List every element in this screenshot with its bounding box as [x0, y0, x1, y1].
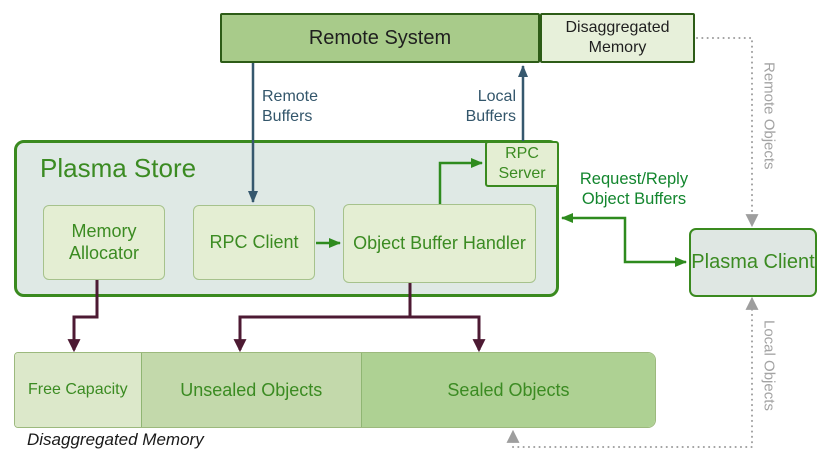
edge-remote-objects-dotted: [696, 37, 759, 228]
free-capacity-segment: Free Capacity: [15, 353, 141, 427]
disaggregated-memory-node: Disaggregated Memory: [540, 13, 695, 63]
disaggregated-memory-label: Disaggregated Memory: [565, 19, 670, 56]
sealed-objects-label: Sealed Objects: [447, 379, 570, 400]
request-reply-object-buffers-label: Request/Reply Object Buffers: [579, 170, 689, 209]
memory-allocator-label: Memory Allocator: [68, 220, 140, 263]
object-buffer-handler-label: Object Buffer Handler: [353, 232, 526, 253]
rpc-server-node: RPC Server: [485, 141, 559, 187]
object-buffer-handler-node: Object Buffer Handler: [343, 204, 536, 283]
remote-system-node: Remote System: [220, 13, 540, 63]
local-objects-label: Local Objects: [760, 320, 778, 411]
local-buffers-label: Local Buffers: [465, 88, 516, 125]
disaggregated-memory-caption: Disaggregated Memory: [27, 430, 204, 449]
plasma-store-title: Plasma Store: [40, 153, 197, 183]
unsealed-objects-segment: Unsealed Objects: [140, 353, 361, 427]
edge-request-reply-arrow: [561, 213, 687, 267]
remote-system-label: Remote System: [308, 26, 452, 49]
remote-objects-label: Remote Objects: [760, 62, 778, 170]
memory-allocator-node: Memory Allocator: [43, 205, 165, 280]
unsealed-objects-label: Unsealed Objects: [180, 379, 323, 400]
rpc-client-label: RPC Client: [209, 231, 299, 252]
plasma-client-label: Plasma Client: [691, 251, 815, 274]
rpc-server-label: RPC Server: [498, 145, 546, 182]
edge-obh-to-objects-arrows: [233, 315, 486, 353]
remote-buffers-label: Remote Buffers: [262, 88, 319, 125]
plasma-client-node: Plasma Client: [689, 228, 817, 297]
sealed-objects-segment: Sealed Objects: [360, 353, 655, 427]
rpc-client-node: RPC Client: [193, 205, 315, 280]
disaggregated-memory-bar: Free Capacity Unsealed Objects Sealed Ob…: [14, 352, 656, 428]
free-capacity-label: Free Capacity: [28, 381, 128, 398]
